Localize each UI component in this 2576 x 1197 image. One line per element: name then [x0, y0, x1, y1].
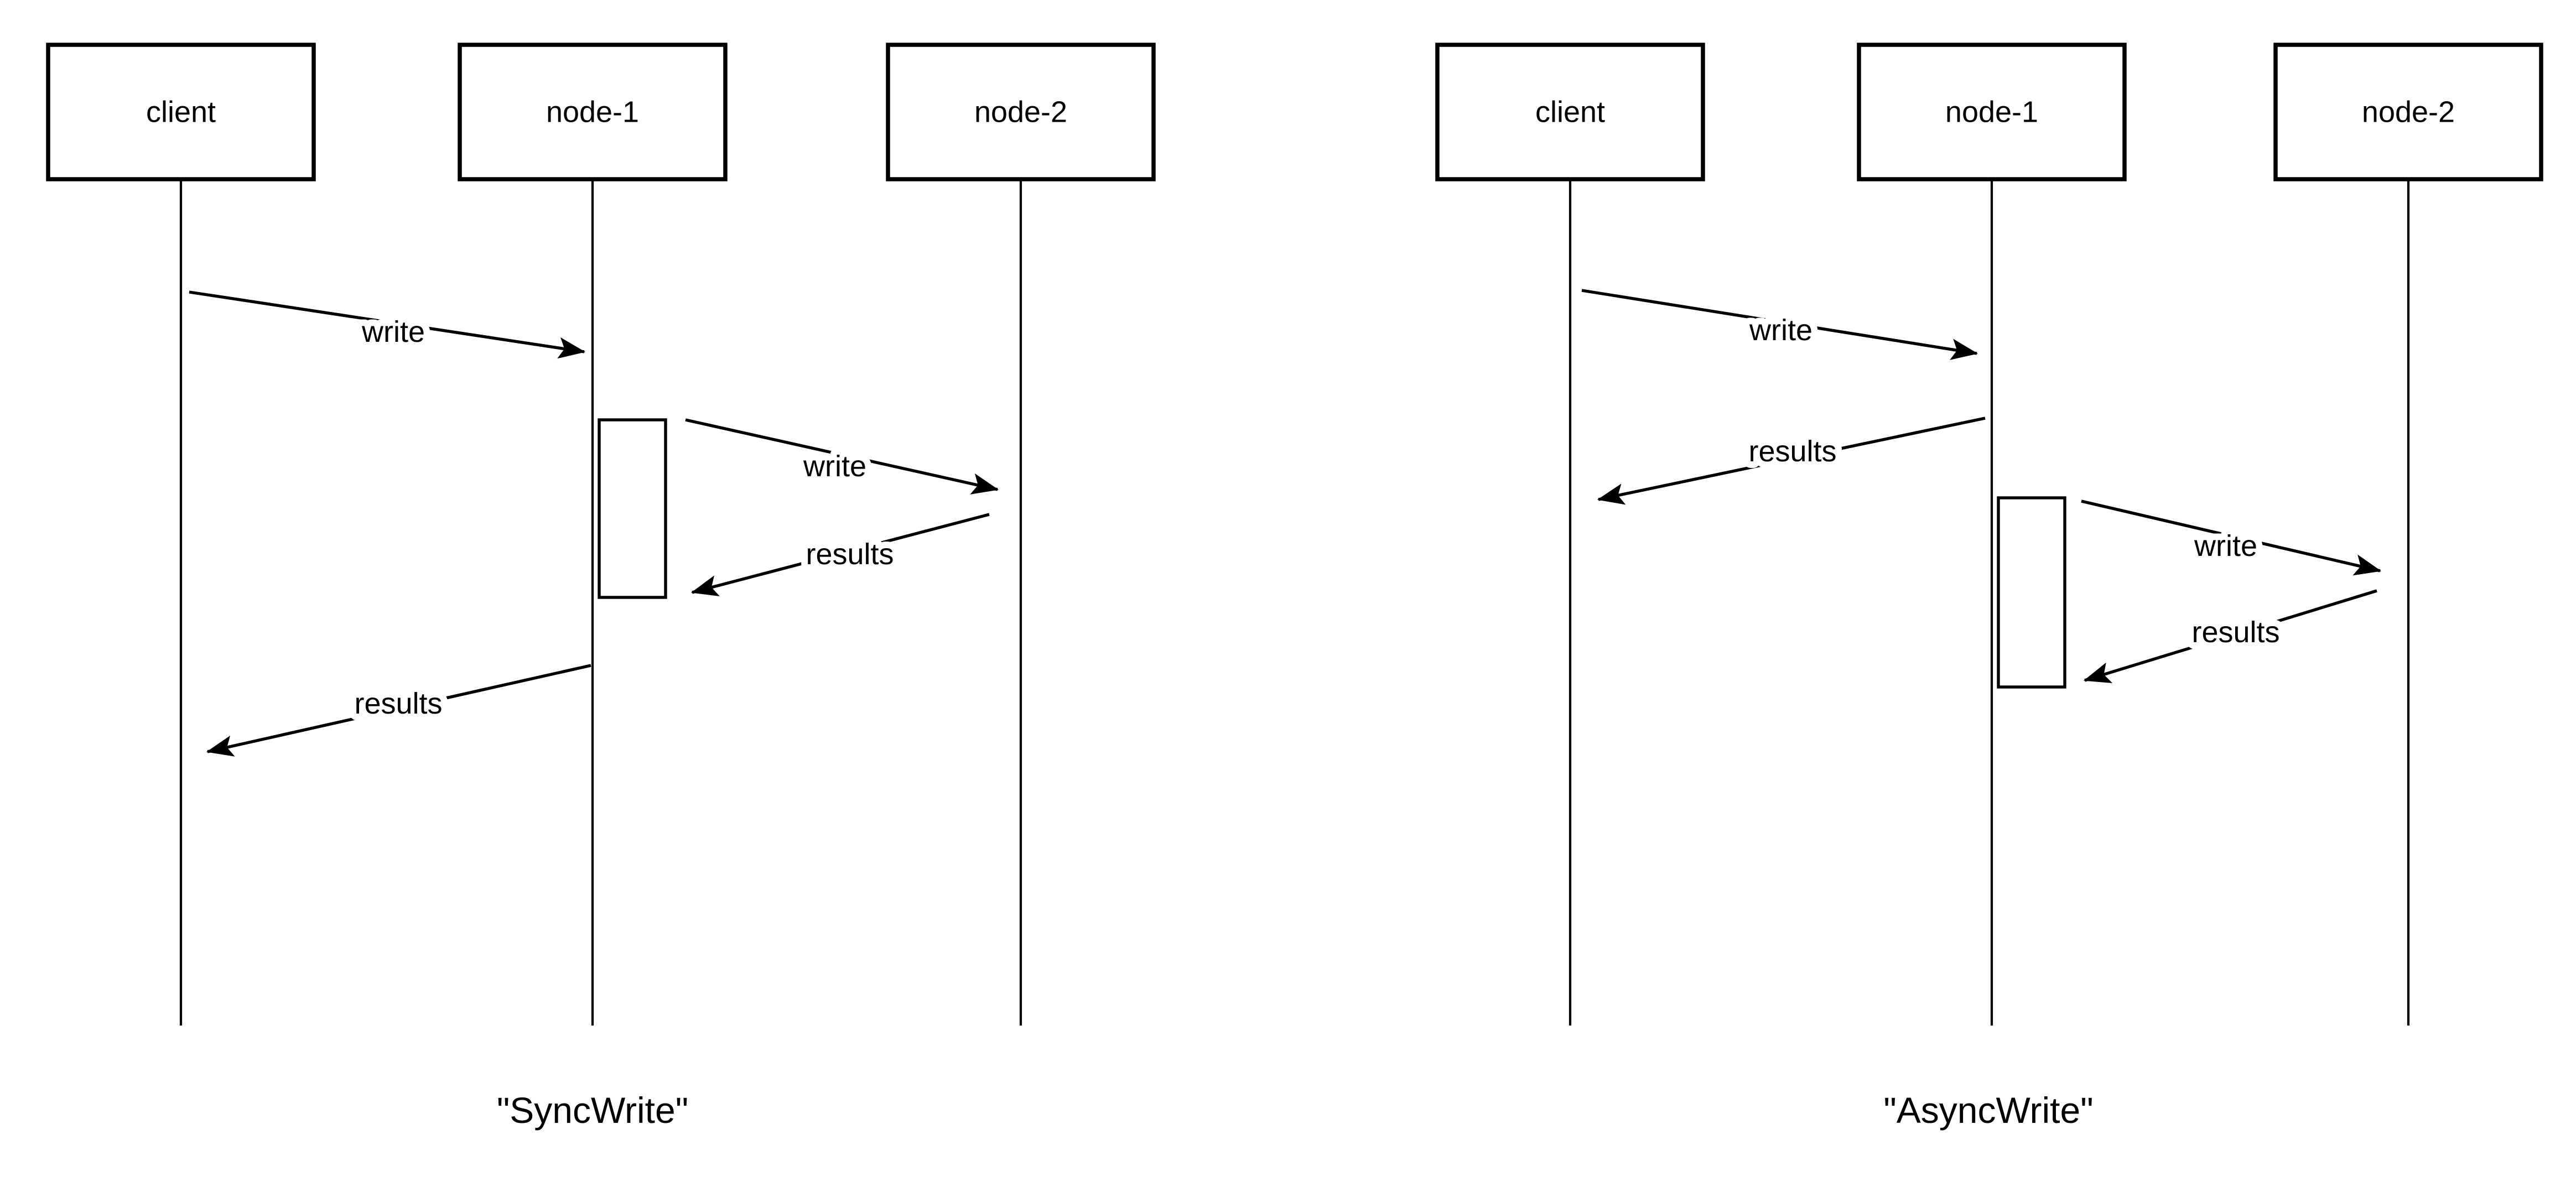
actor-box-node-1 — [458, 43, 728, 181]
diagram-caption-async-write: "AsyncWrite" — [1883, 1090, 2093, 1131]
message-label-results-2: results — [2191, 616, 2279, 649]
actor-box-client — [46, 43, 316, 181]
activation-bar-node-1 — [598, 418, 667, 599]
message-label-write-1: write — [361, 315, 425, 348]
actor-label-node-1: node-1 — [546, 95, 639, 128]
message-label-write-2: write — [803, 450, 866, 483]
message-line-results-node1-to-client — [1597, 417, 1986, 505]
activation-bar-node-1 — [1997, 496, 2066, 689]
message-label-results-2: results — [354, 687, 442, 720]
actor-label-node-2: node-2 — [974, 95, 1067, 128]
message-label-write-2: write — [2194, 529, 2257, 563]
message-line-results-node1-to-client — [206, 664, 591, 757]
message-line-write-node1-to-node2 — [685, 418, 999, 495]
message-label-results-1: results — [806, 538, 894, 571]
message-line-write-client-to-node1 — [189, 290, 586, 359]
diagram-caption-sync-write: "SyncWrite" — [497, 1090, 688, 1131]
diagram-sync-write: client node-1 node-2 write write results… — [46, 43, 1156, 1131]
message-line-results-node2-to-node1 — [690, 513, 990, 597]
actor-box-node-2 — [2273, 43, 2543, 181]
message-label-write-1: write — [1749, 314, 1812, 347]
actor-label-node-1: node-1 — [1945, 95, 2038, 128]
actor-box-node-1 — [1857, 43, 2127, 181]
message-line-results-node2-to-node1 — [2083, 589, 2377, 683]
actor-label-client: client — [146, 95, 216, 128]
actor-label-client: client — [1535, 95, 1605, 128]
actor-box-node-2 — [886, 43, 1156, 181]
actor-box-client — [1435, 43, 1705, 181]
actor-label-node-2: node-2 — [2362, 95, 2455, 128]
message-label-results-1: results — [1748, 435, 1836, 468]
message-line-write-node1-to-node2 — [2081, 499, 2382, 576]
diagram-async-write: client node-1 node-2 write results write… — [1435, 43, 2543, 1131]
message-line-write-client-to-node1 — [1581, 289, 1978, 360]
